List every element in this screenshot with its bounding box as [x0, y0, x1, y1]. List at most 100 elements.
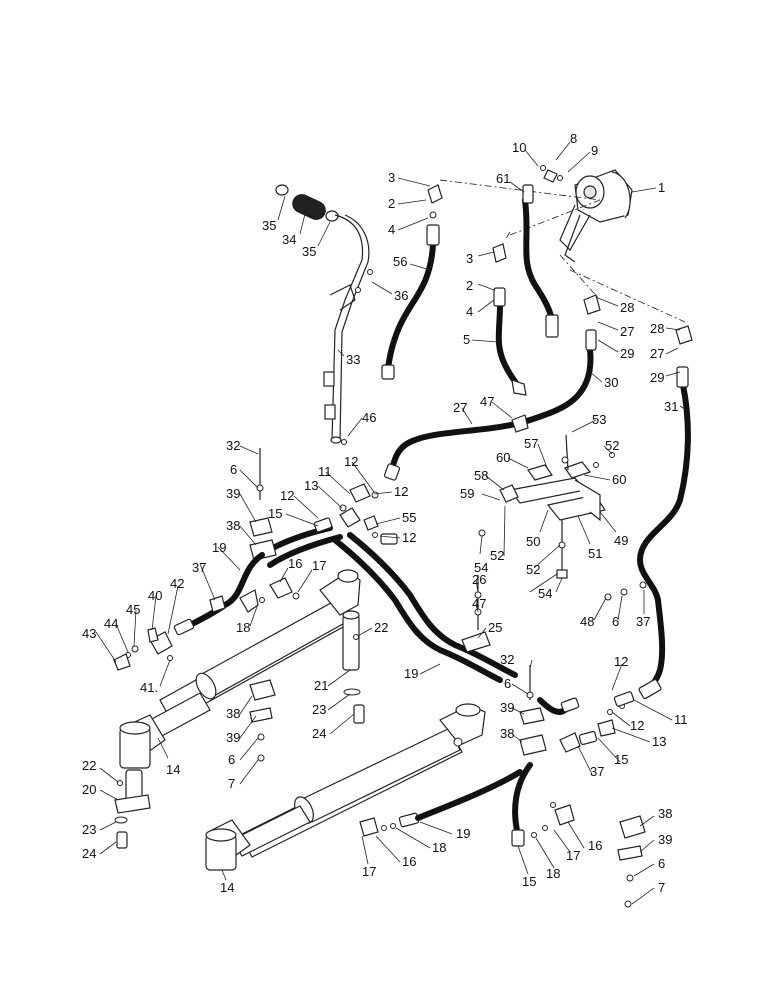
callout-57: 57 — [524, 436, 538, 451]
callout-27: 27 — [453, 400, 467, 415]
callout-41: 41. — [140, 680, 158, 695]
callout-9: 9 — [591, 143, 598, 158]
callout-12: 12 — [630, 718, 644, 733]
callout-11: 11 — [674, 712, 688, 727]
callout-16: 16 — [588, 838, 602, 853]
callout-2: 2 — [466, 278, 473, 293]
callout-56: 56 — [393, 254, 407, 269]
callout-18: 18 — [432, 840, 446, 855]
leader-lines — [95, 141, 687, 905]
callout-11: 11 — [318, 464, 332, 479]
callout-17: 17 — [566, 848, 580, 863]
callout-32: 32 — [226, 438, 240, 453]
callout-52: 52 — [490, 548, 504, 563]
callout-54: 54 — [538, 586, 552, 601]
callout-6: 6 — [228, 752, 235, 767]
callout-labels: 1 8 10 9 3 61 2 4 35 34 35 56 3 2 4 36 2… — [82, 131, 688, 895]
callout-60: 60 — [496, 450, 510, 465]
callout-43: 43 — [82, 626, 96, 641]
callout-61: 61 — [496, 171, 510, 186]
callout-58: 58 — [474, 468, 488, 483]
handle-assembly — [275, 184, 373, 445]
callout-50: 50 — [526, 534, 540, 549]
callout-10: 10 — [512, 140, 526, 155]
callout-38: 38 — [500, 726, 514, 741]
callout-26: 26 — [472, 572, 486, 587]
callout-23: 23 — [312, 702, 326, 717]
callout-47: 47 — [480, 394, 494, 409]
connection-lines — [439, 179, 686, 323]
callout-21: 21 — [314, 678, 328, 693]
callout-23: 23 — [82, 822, 96, 837]
callout-46: 46 — [362, 410, 376, 425]
bracket-assembly — [478, 434, 615, 579]
callout-16: 16 — [288, 556, 302, 571]
callout-12: 12 — [344, 454, 358, 469]
callout-15: 15 — [522, 874, 536, 889]
callout-7: 7 — [658, 880, 665, 895]
callout-28: 28 — [620, 300, 634, 315]
upper-hoses — [381, 184, 693, 700]
callout-14: 14 — [166, 762, 180, 777]
callout-52: 52 — [526, 562, 540, 577]
callout-59: 59 — [460, 486, 474, 501]
upper-cylinder — [114, 569, 365, 849]
callout-51: 51 — [588, 546, 602, 561]
callout-22: 22 — [374, 620, 388, 635]
callout-19: 19 — [404, 666, 418, 681]
callout-24: 24 — [312, 726, 326, 741]
callout-53: 53 — [592, 412, 606, 427]
callout-18: 18 — [546, 866, 560, 881]
callout-16: 16 — [402, 854, 416, 869]
callout-37: 37 — [192, 560, 206, 575]
callout-42: 42 — [170, 576, 184, 591]
callout-24: 24 — [82, 846, 96, 861]
callout-12: 12 — [394, 484, 408, 499]
callout-33: 33 — [346, 352, 360, 367]
valve-assembly — [540, 165, 633, 263]
callout-6: 6 — [658, 856, 665, 871]
callout-27: 27 — [620, 324, 634, 339]
callout-15: 15 — [614, 752, 628, 767]
callout-25: 25 — [488, 620, 502, 635]
callout-39: 39 — [500, 700, 514, 715]
callout-35: 35 — [262, 218, 276, 233]
callout-18: 18 — [236, 620, 250, 635]
callout-52: 52 — [605, 438, 619, 453]
callout-45: 45 — [126, 602, 140, 617]
callout-6: 6 — [612, 614, 619, 629]
callout-19: 19 — [456, 826, 470, 841]
callout-31: 31 — [664, 399, 678, 414]
callout-32: 32 — [500, 652, 514, 667]
callout-2: 2 — [388, 196, 395, 211]
callout-29: 29 — [620, 346, 634, 361]
callout-48: 48 — [580, 614, 594, 629]
callout-39: 39 — [226, 486, 240, 501]
callout-40: 40 — [148, 588, 162, 603]
callout-8: 8 — [570, 131, 577, 146]
callout-22: 22 — [82, 758, 96, 773]
callout-38: 38 — [658, 806, 672, 821]
callout-44: 44 — [104, 616, 118, 631]
callout-37: 37 — [590, 764, 604, 779]
callout-30: 30 — [604, 375, 618, 390]
callout-54: 54 — [474, 560, 488, 575]
callout-1: 1 — [658, 180, 665, 195]
callout-49: 49 — [614, 533, 628, 548]
callout-28: 28 — [650, 321, 664, 336]
central-hoses — [259, 483, 580, 715]
callout-4: 4 — [388, 222, 395, 237]
callout-7: 7 — [228, 776, 235, 791]
lower-cylinder — [205, 581, 647, 871]
callout-35: 35 — [302, 244, 316, 259]
callout-6: 6 — [230, 462, 237, 477]
callout-29: 29 — [650, 370, 664, 385]
callout-17: 17 — [362, 864, 376, 879]
callout-47: 47 — [472, 596, 486, 611]
callout-37: 37 — [636, 614, 650, 629]
callout-4: 4 — [466, 304, 473, 319]
callout-13: 13 — [652, 734, 666, 749]
clamp-stacks — [249, 448, 646, 908]
callout-39: 39 — [226, 730, 240, 745]
